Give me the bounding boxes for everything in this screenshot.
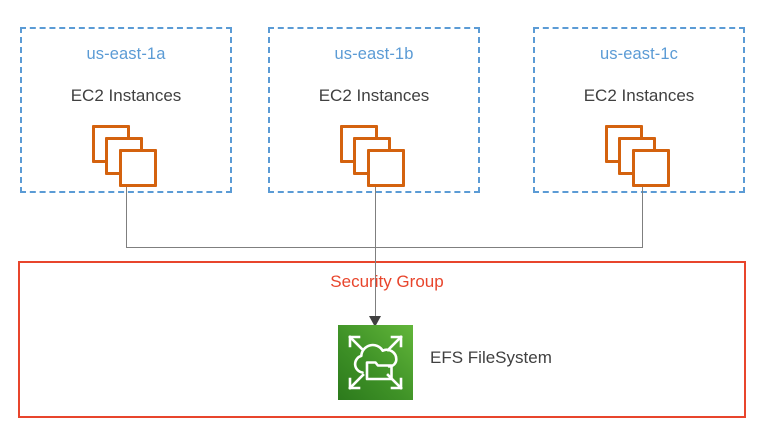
ec2-instances-icon: [605, 125, 673, 187]
az-resource-label: EC2 Instances: [583, 86, 695, 105]
az-resource-label: EC2 Instances: [318, 86, 430, 105]
ec2-square-front: [632, 149, 670, 187]
arrow-down-efs: [369, 316, 381, 327]
connector-line-az-a: [126, 180, 128, 248]
connector-line-az-c: [642, 180, 644, 248]
connector-line-az-b: [375, 180, 377, 325]
availability-zone-us-east-1b: us-east-1b EC2 Instances: [268, 27, 480, 193]
availability-zone-us-east-1c: us-east-1c EC2 Instances: [533, 27, 745, 193]
security-group-boundary: [18, 261, 746, 418]
efs-filesystem-icon: [338, 325, 413, 400]
availability-zone-us-east-1a: us-east-1a EC2 Instances: [20, 27, 232, 193]
ec2-instances-icon: [92, 125, 160, 187]
az-title: us-east-1a: [86, 45, 166, 63]
efs-filesystem-label: EFS FileSystem: [430, 348, 552, 367]
ec2-square-front: [119, 149, 157, 187]
az-resource-label: EC2 Instances: [70, 86, 182, 105]
ec2-instances-icon: [340, 125, 408, 187]
az-title: us-east-1c: [599, 45, 679, 63]
security-group-label: Security Group: [330, 272, 444, 291]
ec2-square-front: [367, 149, 405, 187]
connector-bus-horizontal: [126, 247, 643, 249]
az-title: us-east-1b: [334, 45, 414, 63]
